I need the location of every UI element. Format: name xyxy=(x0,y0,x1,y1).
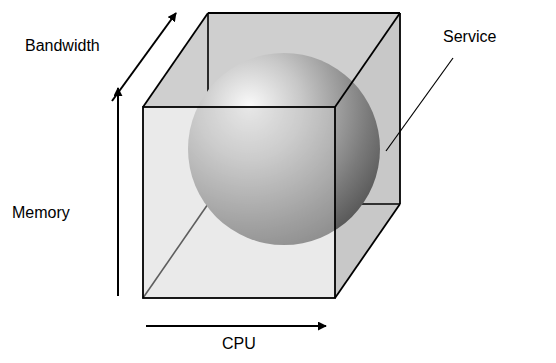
callout-label: Service xyxy=(443,27,496,46)
axis-label: Bandwidth xyxy=(25,36,100,55)
leader-line xyxy=(386,58,453,151)
cube-front-face xyxy=(143,107,335,298)
bandwidth-axis-arrow xyxy=(112,13,176,101)
axis-label: CPU xyxy=(222,334,256,353)
memory-axis-arrow xyxy=(117,88,119,296)
cube-edges xyxy=(143,13,400,298)
cpu-axis-arrow xyxy=(146,325,326,327)
axis-label: Memory xyxy=(12,203,70,222)
cube-hidden-edges xyxy=(143,13,400,298)
axis-arrows xyxy=(112,13,326,326)
